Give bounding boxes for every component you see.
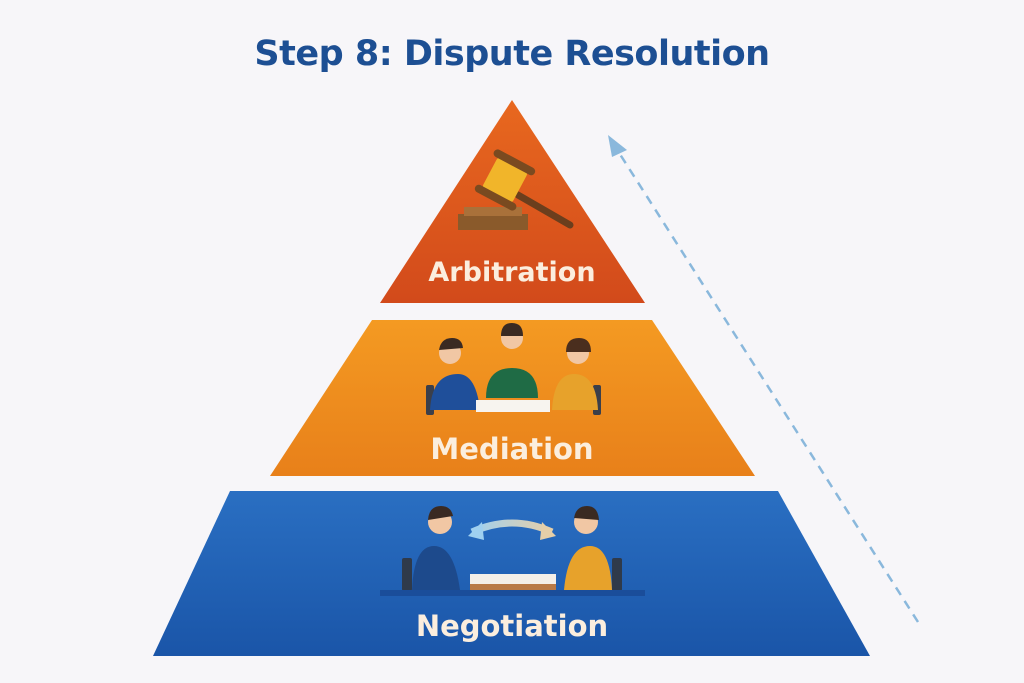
level-label-mediation: Mediation (430, 432, 593, 466)
gavel-icon (458, 149, 574, 230)
level-label-negotiation: Negotiation (416, 609, 608, 643)
level-label-arbitration: Arbitration (428, 257, 595, 288)
page-title: Step 8: Dispute Resolution (254, 34, 770, 74)
mediator-meeting-icon (426, 323, 601, 415)
level-arbitration: Arbitration (380, 100, 645, 303)
level-mediation: Mediation (270, 320, 755, 476)
two-party-negotiation-icon (380, 506, 645, 596)
escalation-arrow-icon (608, 135, 920, 623)
level-negotiation: Negotiation (153, 491, 870, 656)
